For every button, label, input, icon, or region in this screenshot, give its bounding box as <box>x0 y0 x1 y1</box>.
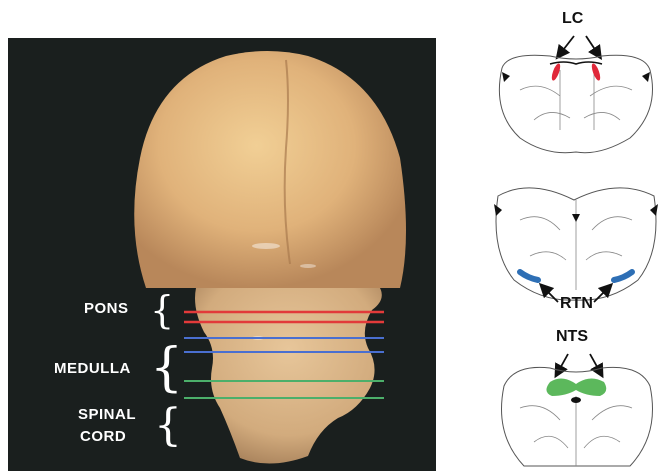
spinal-label-line1: SPINAL <box>78 406 136 423</box>
pons-label: PONS <box>84 300 129 317</box>
cerebrum-shape <box>134 51 406 288</box>
pons-brace: { <box>150 291 174 329</box>
nts-marker <box>546 378 606 396</box>
lc-section-panel: LC <box>490 0 662 160</box>
spinal-brace: { <box>154 404 182 448</box>
rtn-label: RTN <box>560 295 593 313</box>
rtn-marker-right <box>614 272 632 280</box>
medulla-label: MEDULLA <box>54 360 131 377</box>
rtn-marker-left <box>520 272 538 280</box>
lc-label: LC <box>562 10 583 28</box>
spinal-label-line2: CORD <box>80 428 126 445</box>
medulla-brace: { <box>150 342 183 394</box>
nts-section-panel: NTS <box>490 316 662 471</box>
nts-label: NTS <box>556 328 588 346</box>
brain-photo: PONS { MEDULLA { SPINAL CORD { <box>8 38 436 471</box>
rtn-section-panel: RTN <box>490 160 662 320</box>
lc-marker-right <box>590 63 602 82</box>
brainstem-shape <box>195 288 382 464</box>
brain-illustration <box>8 38 436 471</box>
